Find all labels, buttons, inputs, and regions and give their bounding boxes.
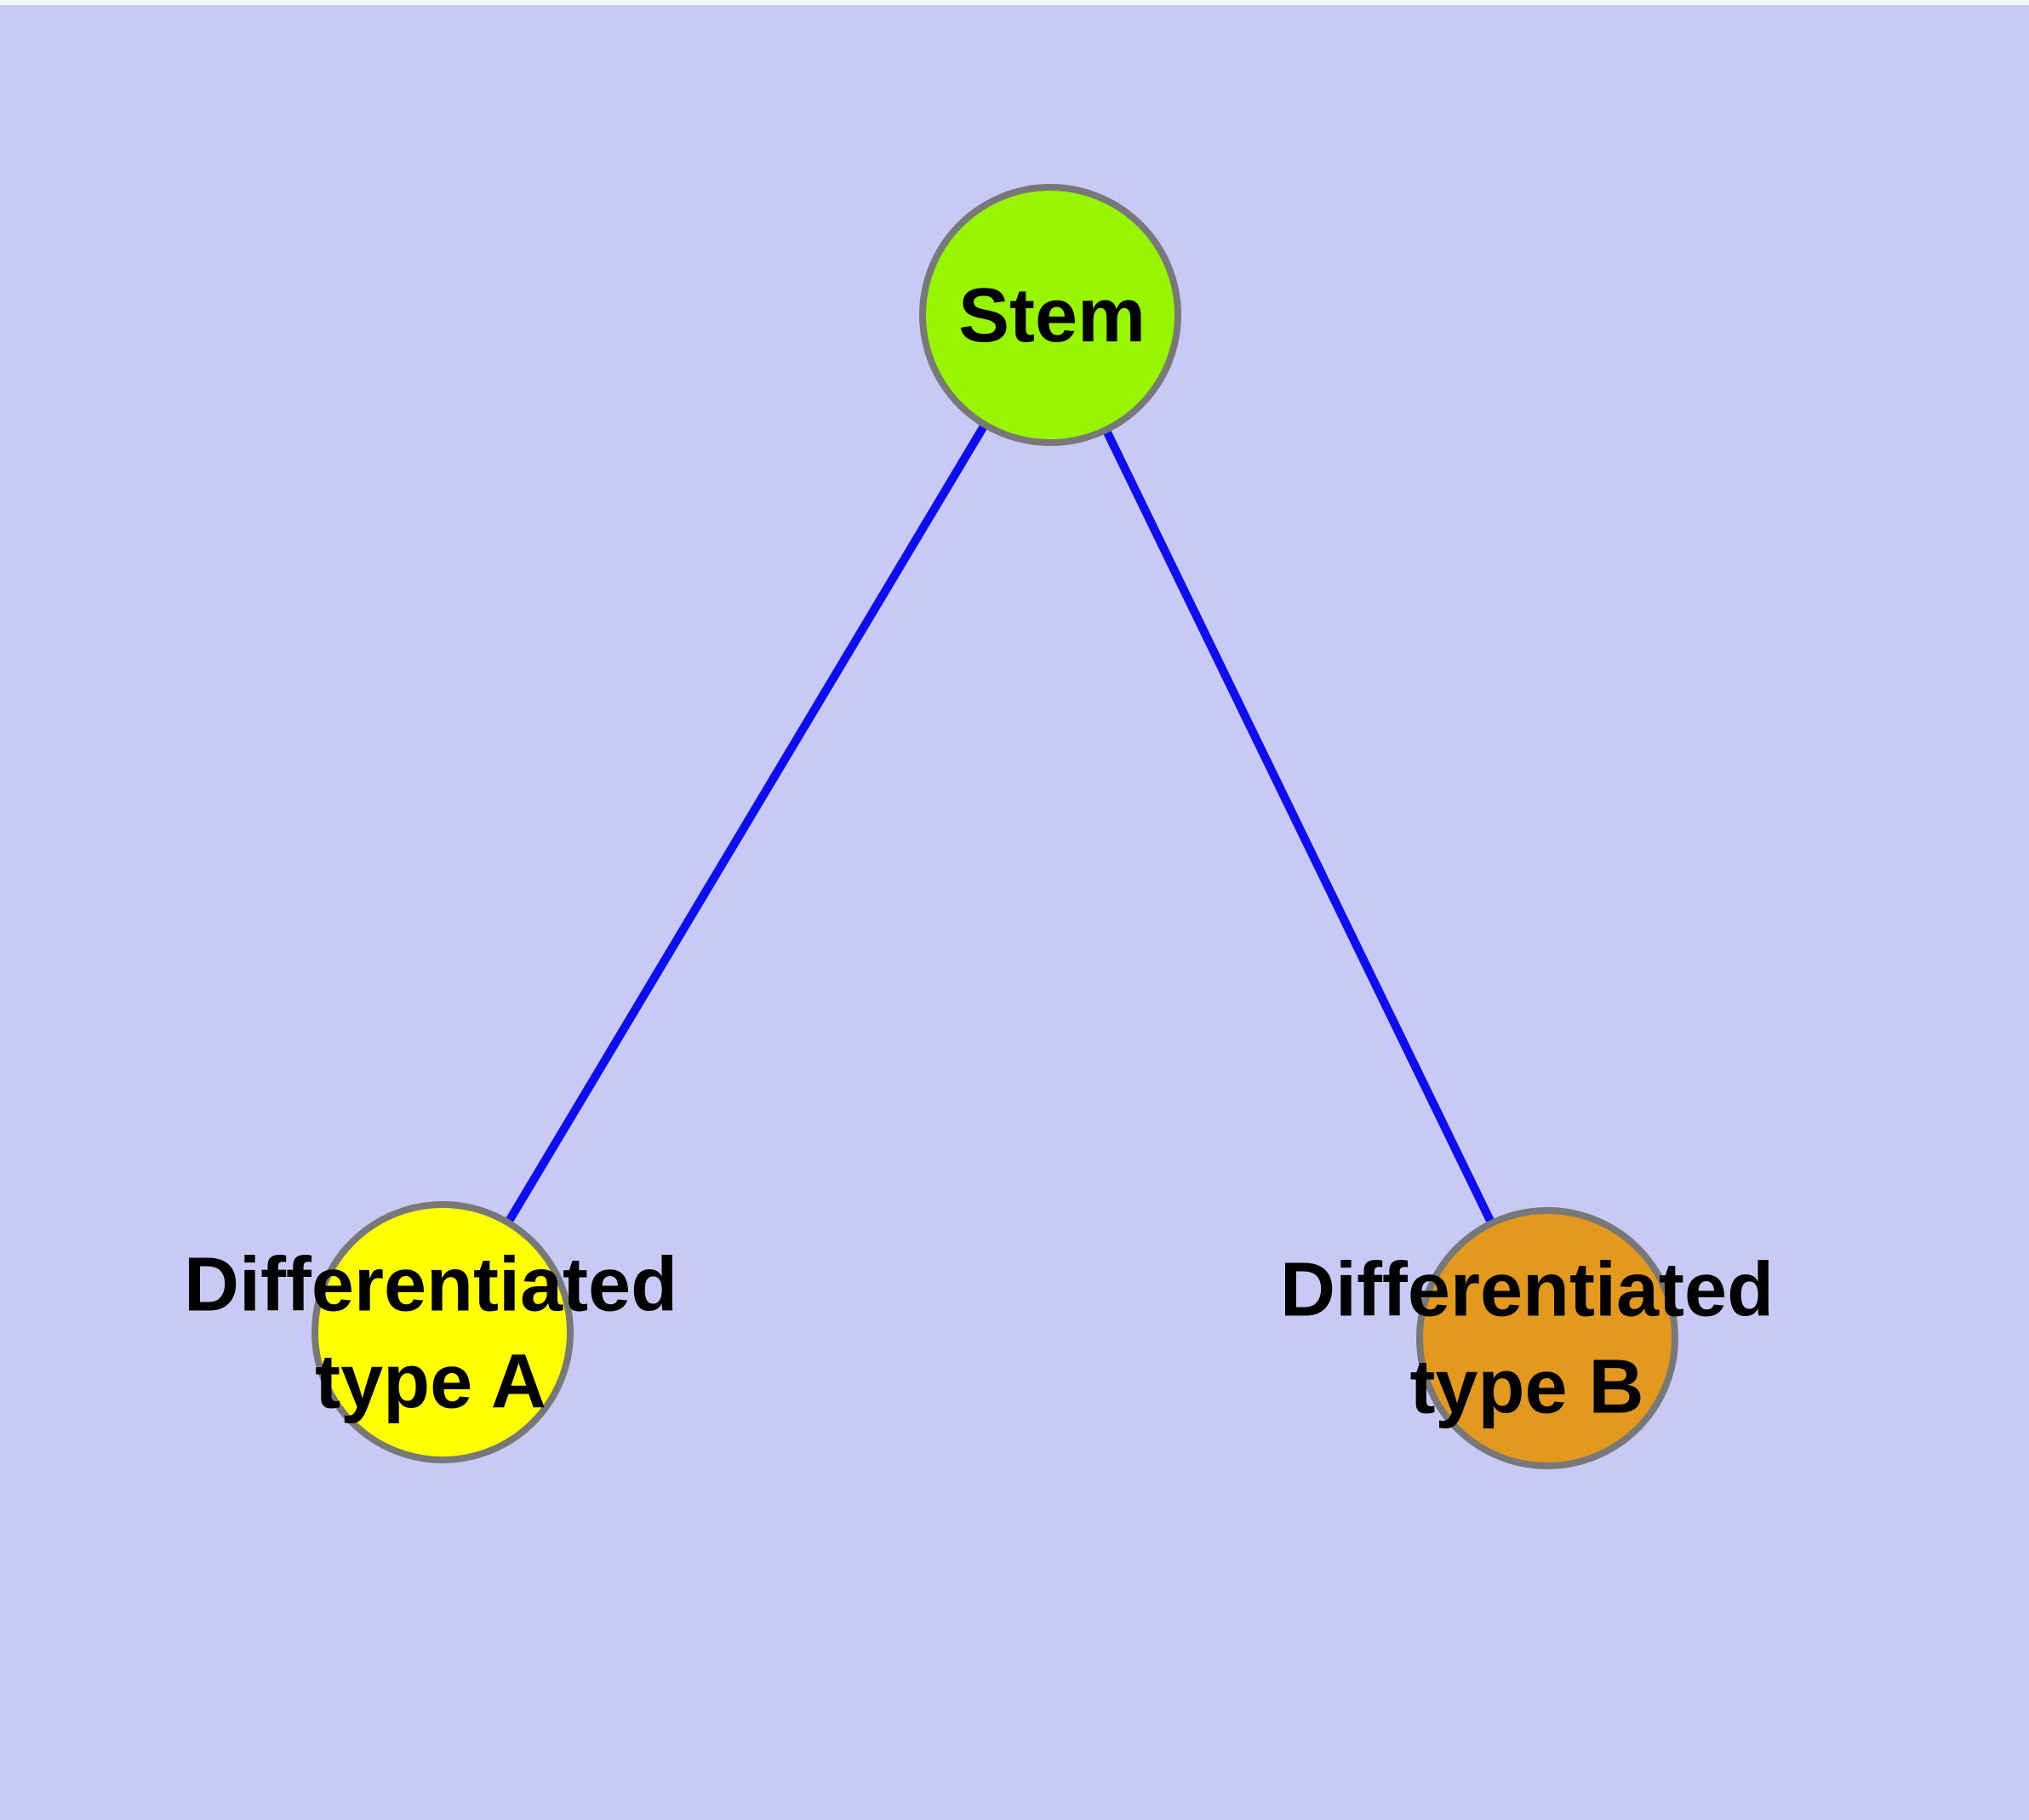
- node-type-a-label-line1: Differentiated: [183, 1242, 678, 1328]
- edge-stem-to-type-b: [1046, 312, 1552, 1341]
- node-type-b-label-line2: type B: [1409, 1345, 1644, 1430]
- node-type-a-label-line2: type A: [315, 1340, 546, 1425]
- node-type-b-label-line1: Differentiated: [1279, 1247, 1775, 1333]
- edge-stem-to-type-a: [438, 312, 1055, 1335]
- node-type-a-circle: [311, 1201, 574, 1463]
- node-type-b-circle: [1416, 1207, 1678, 1469]
- node-type-b-label: Differentiated type B: [1280, 1242, 1774, 1437]
- node-stem-circle: [919, 184, 1181, 446]
- top-edge-strip: [0, 0, 2029, 5]
- node-stem-label: Stem: [957, 272, 1146, 358]
- node-type-a-label: Differentiated type A: [184, 1237, 677, 1432]
